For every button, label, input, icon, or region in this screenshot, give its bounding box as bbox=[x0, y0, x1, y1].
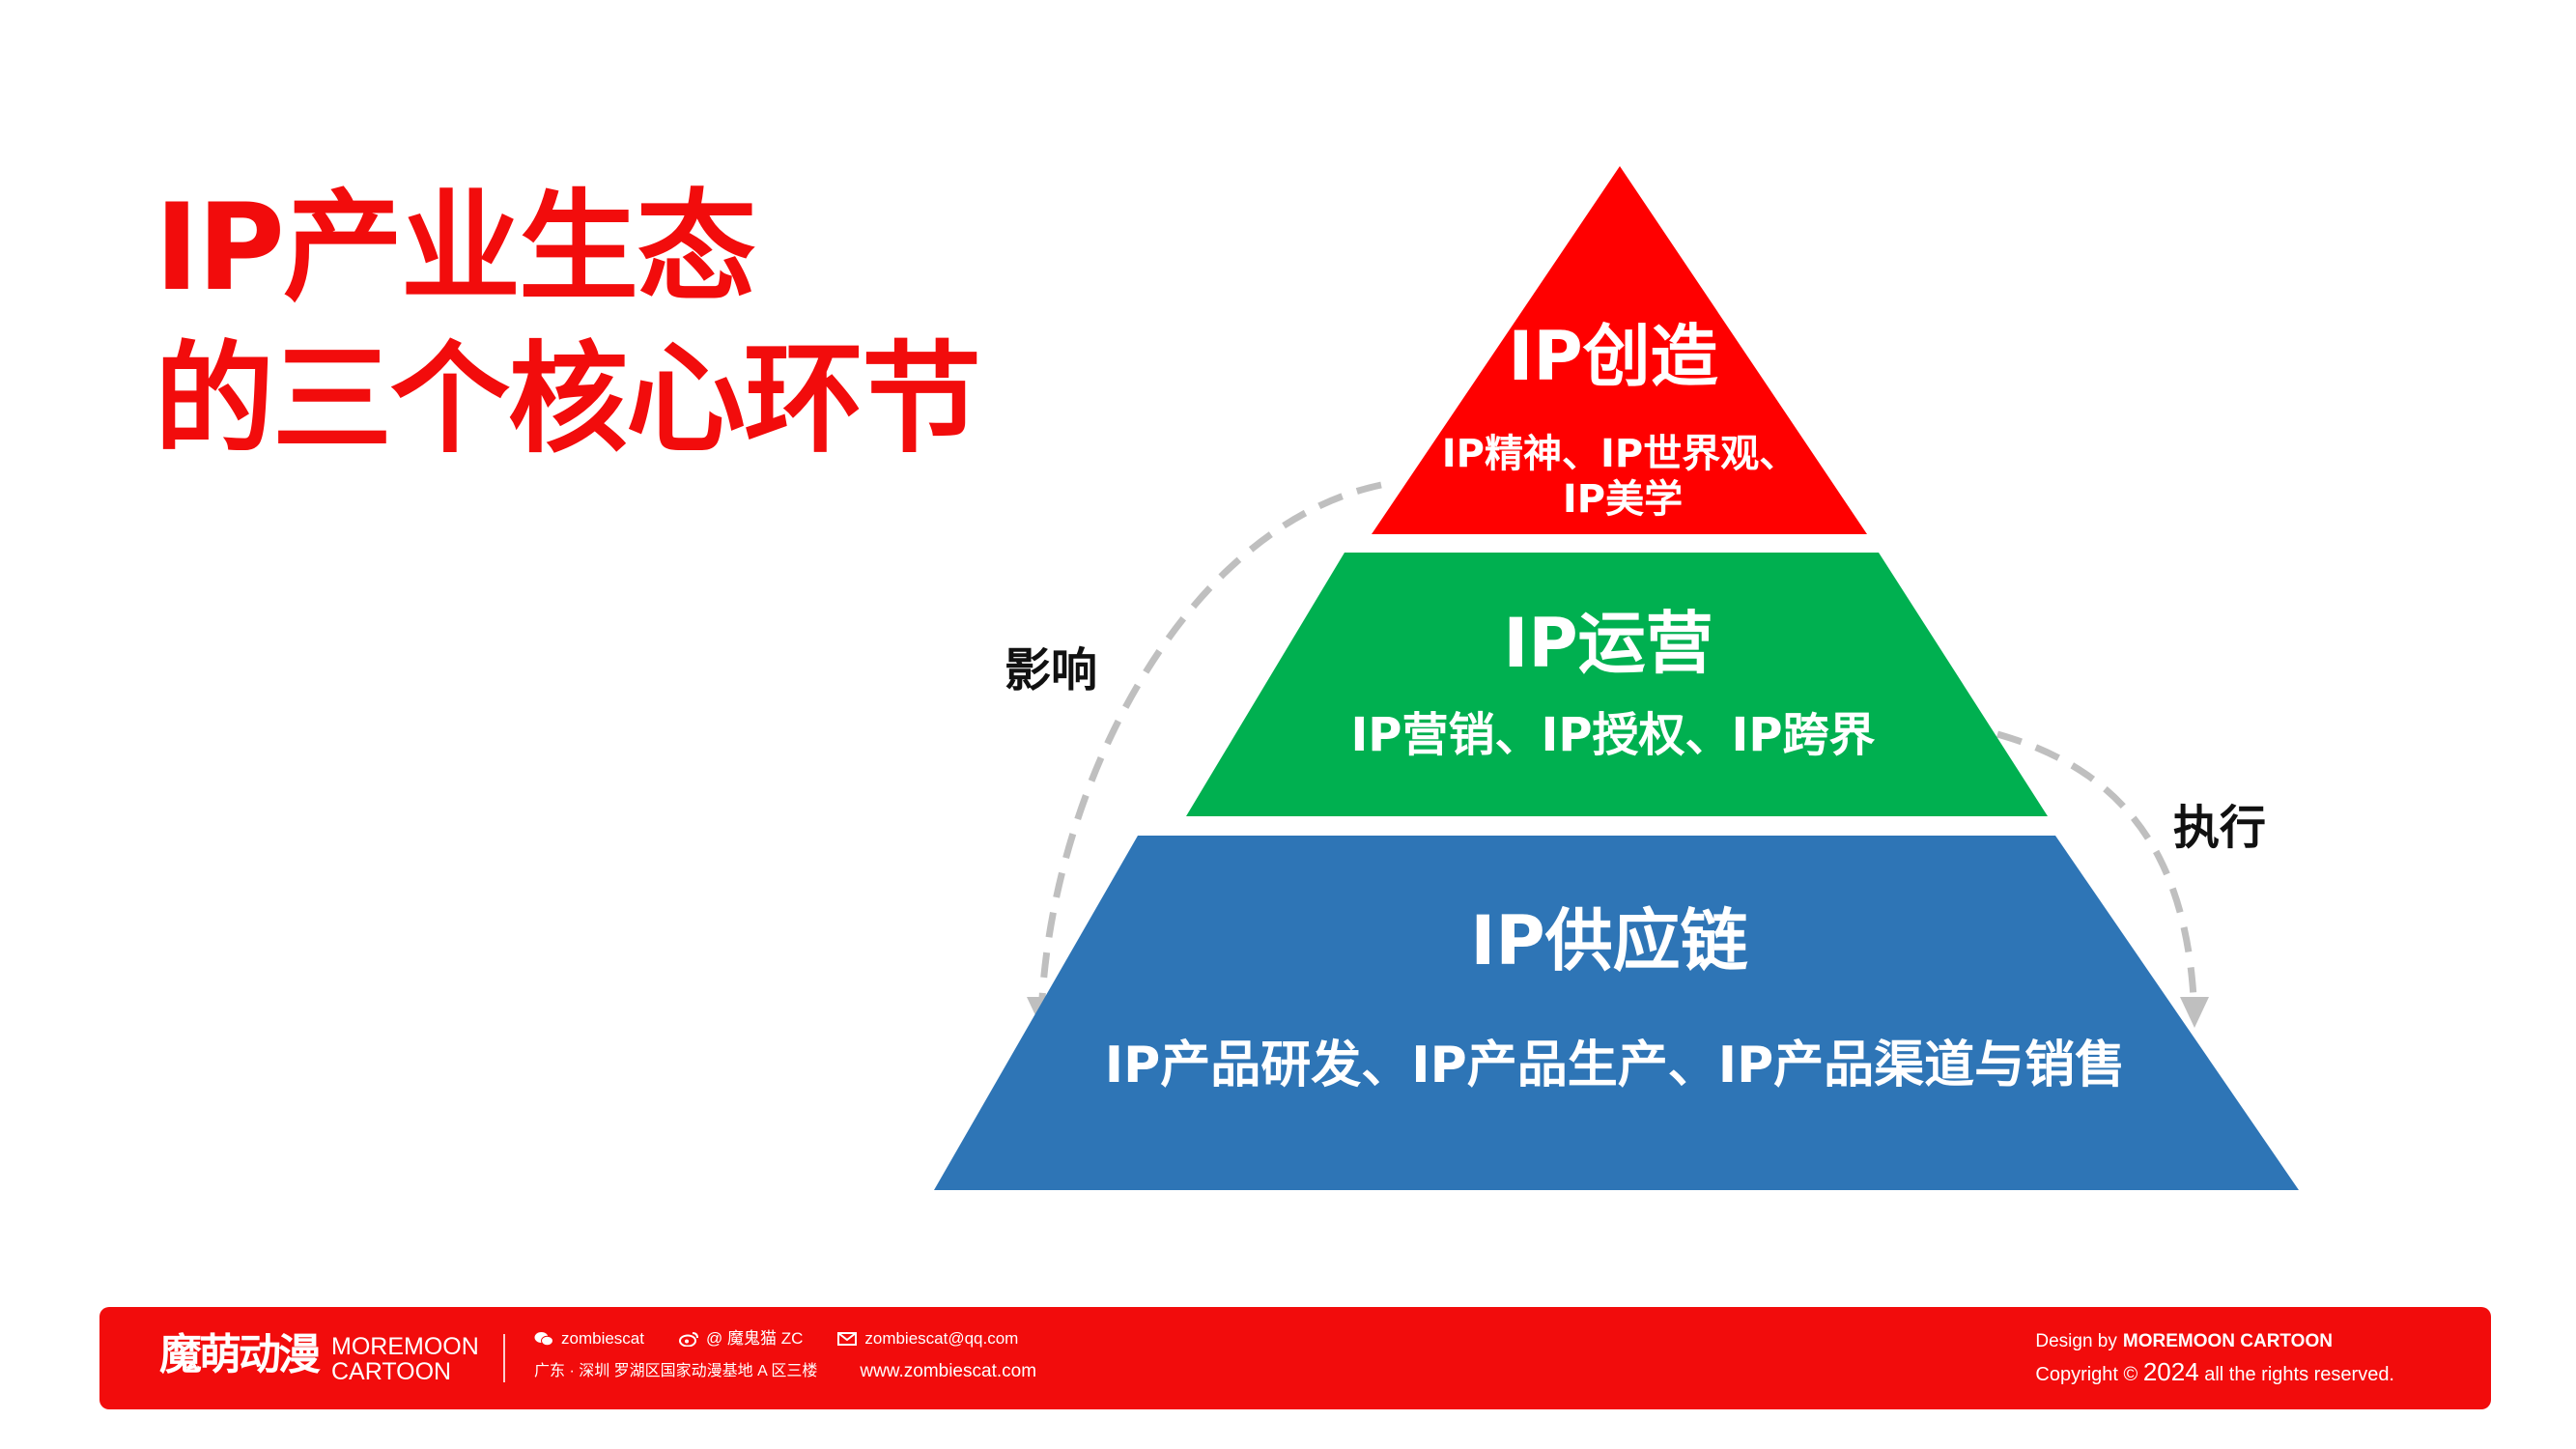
tier-middle-title: IP运营 bbox=[1503, 604, 1713, 683]
email-address[interactable]: zombiescat@qq.com bbox=[864, 1329, 1019, 1348]
weibo-icon bbox=[678, 1331, 698, 1347]
influence-arrow bbox=[1037, 481, 1382, 1020]
footer-bar: 魔萌动漫 MOREMOON CARTOON zombiescat @ 魔鬼猫 Z… bbox=[99, 1307, 2491, 1409]
brand-logo-cn: 魔萌动漫 bbox=[159, 1330, 321, 1379]
weibo-id: @ 魔鬼猫 ZC bbox=[705, 1329, 804, 1348]
email-contact: zombiescat@qq.com bbox=[837, 1330, 1018, 1347]
tier-top-shape bbox=[1372, 166, 1867, 534]
brand-en-line-1: MOREMOON bbox=[331, 1333, 479, 1360]
tier-bottom-title: IP供应链 bbox=[1470, 901, 1747, 980]
tier-top-desc-line-1: IP精神、IP世界观、 bbox=[1442, 432, 1798, 476]
mail-icon bbox=[837, 1331, 858, 1346]
wechat-icon bbox=[534, 1331, 553, 1346]
tier-middle-desc: IP营销、IP授权、IP跨界 bbox=[1350, 708, 1875, 762]
brand-en-line-2: CARTOON bbox=[331, 1358, 452, 1385]
footer-divider bbox=[503, 1334, 505, 1382]
tier-top-desc-line-2: IP美学 bbox=[1563, 477, 1683, 522]
tier-middle-shape bbox=[1186, 553, 2048, 816]
wechat-contact: zombiescat bbox=[534, 1330, 644, 1347]
execution-arrowhead bbox=[2180, 997, 2209, 1028]
pyramid-diagram: IP创造 IP精神、IP世界观、 IP美学 IP运营 IP营销、IP授权、IP跨… bbox=[934, 166, 2299, 1190]
address-text: 广东 · 深圳 罗湖区国家动漫基地 A 区三楼 bbox=[534, 1362, 818, 1379]
copyright-suffix: all the rights reserved. bbox=[2204, 1364, 2394, 1385]
tier-bottom-shape bbox=[934, 836, 2299, 1190]
copyright-year: 2024 bbox=[2142, 1357, 2199, 1386]
copyright: Copyright © 2024 all the rights reserved… bbox=[2035, 1355, 2394, 1391]
tier-top-title: IP创造 bbox=[1508, 317, 1717, 396]
weibo-contact: @ 魔鬼猫 ZC bbox=[678, 1329, 804, 1348]
tier-bottom-desc: IP产品研发、IP产品生产、IP产品渠道与销售 bbox=[1105, 1037, 2125, 1094]
page-title-line-1: IP产业生态 bbox=[155, 179, 756, 318]
design-by-label: Design by bbox=[2035, 1331, 2117, 1351]
page-title-line-2: 的三个核心环节 bbox=[155, 330, 981, 469]
execution-arrow bbox=[1996, 730, 2198, 1020]
address-row: 广东 · 深圳 罗湖区国家动漫基地 A 区三楼 www.zombiescat.c… bbox=[534, 1362, 1036, 1380]
influence-label: 影响 bbox=[1005, 643, 1097, 697]
execution-label: 执行 bbox=[2173, 801, 2266, 855]
brand-logo-en: MOREMOON CARTOON bbox=[331, 1334, 479, 1384]
wechat-id: zombiescat bbox=[561, 1329, 644, 1348]
website-link[interactable]: www.zombiescat.com bbox=[860, 1361, 1037, 1381]
copyright-prefix: Copyright © bbox=[2035, 1364, 2138, 1385]
contact-row: zombiescat @ 魔鬼猫 ZC zombiescat@qq.com bbox=[534, 1330, 1053, 1347]
design-by-name: MOREMOON CARTOON bbox=[2122, 1331, 2333, 1351]
